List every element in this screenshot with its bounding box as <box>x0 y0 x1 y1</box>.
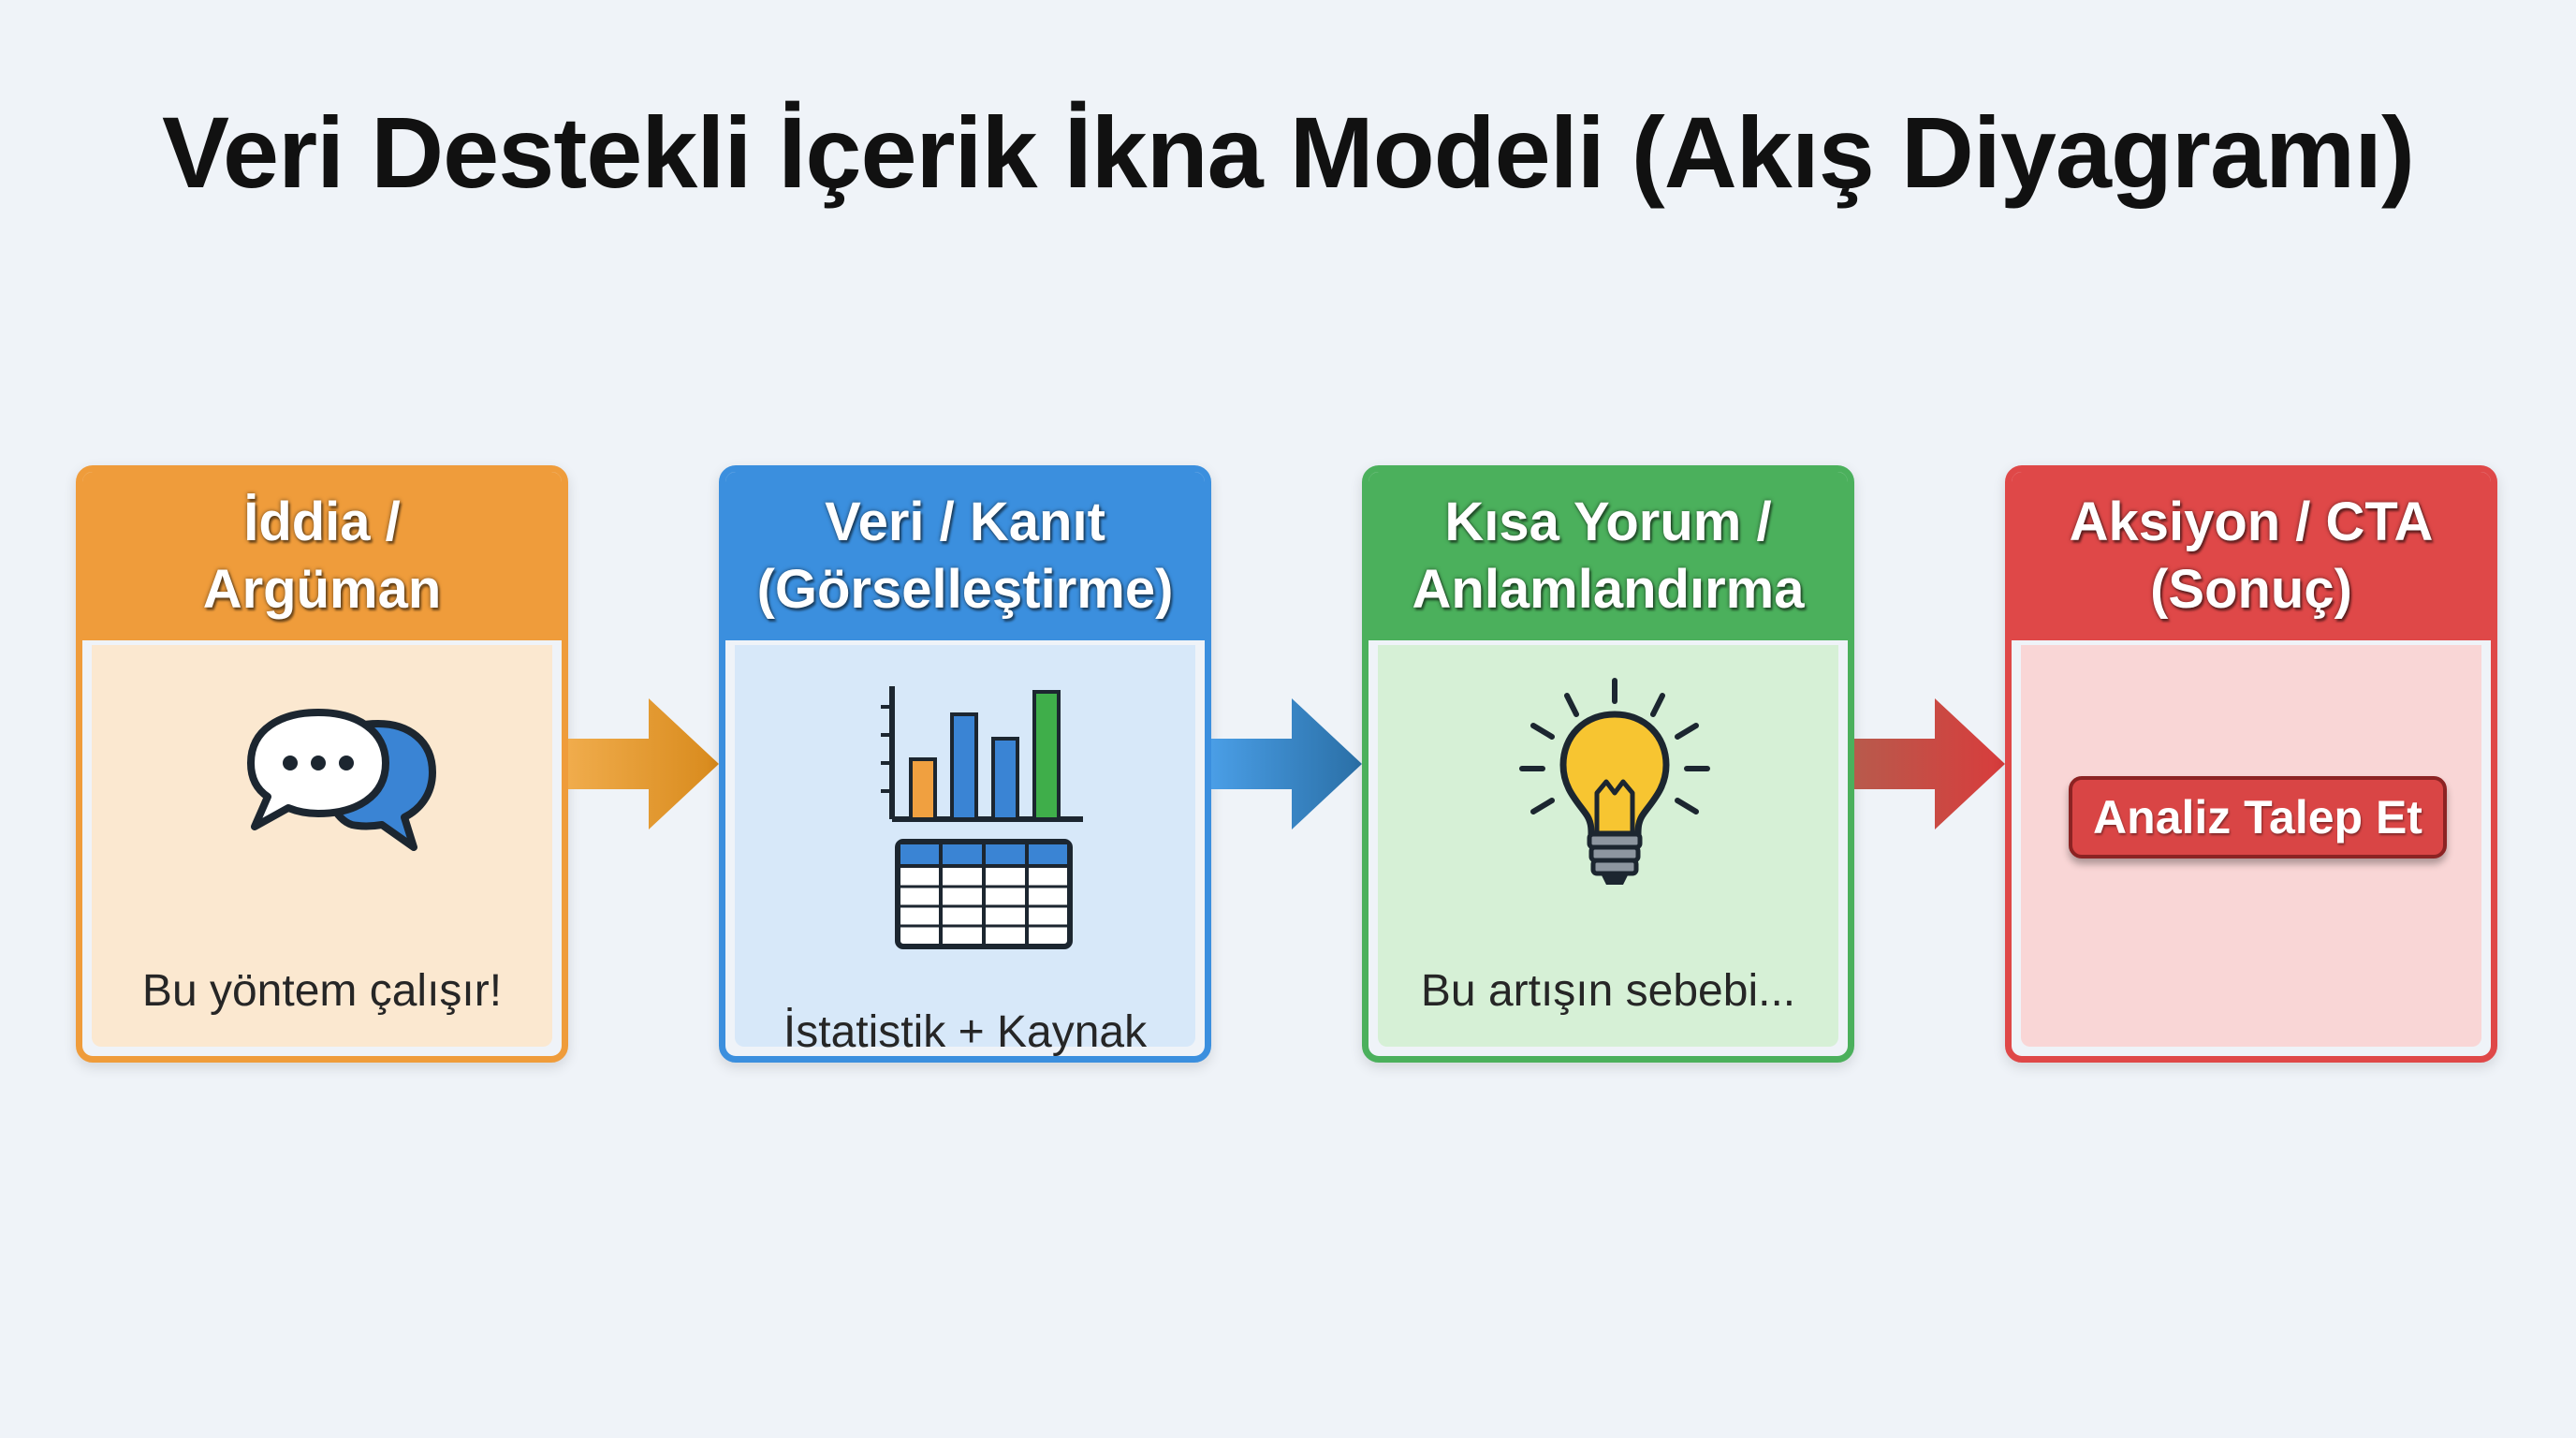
analysis-request-button[interactable]: Analiz Talep Et <box>2069 776 2447 858</box>
lightbulb-icon <box>1519 678 1710 885</box>
chart-table-icon <box>881 686 1083 949</box>
step-title-line2: (Sonuç) <box>2150 559 2352 620</box>
step-card-action: Aksiyon / CTA (Sonuç) Analiz Talep Et <box>2005 465 2497 1063</box>
step-text-claim: Bu yöntem çalışır! <box>141 966 503 1016</box>
step-body-action: Analiz Talep Et <box>2021 645 2481 1047</box>
step-header-action: Aksiyon / CTA (Sonuç) <box>2012 472 2491 640</box>
diagram-title: Veri Destekli İçerik İkna Modeli (Akış D… <box>161 95 2415 209</box>
step-title-line1: Aksiyon / CTA <box>2069 492 2434 552</box>
flow-arrow-2 <box>1211 698 1362 829</box>
step-header-commentary: Kısa Yorum / Anlamlandırma <box>1368 472 1848 640</box>
step-text-commentary: Bu artışın sebebi... <box>1420 966 1796 1016</box>
flow-arrow-1 <box>568 698 719 829</box>
step-header-evidence: Veri / Kanıt (Görselleştirme) <box>725 472 1205 640</box>
step-title-line1: İddia / <box>243 492 401 552</box>
step-body-commentary: Bu artışın sebebi... <box>1378 645 1838 1047</box>
step-body-claim: Bu yöntem çalışır! <box>92 645 552 1047</box>
step-card-evidence: Veri / Kanıt (Görselleştirme) <box>719 465 1211 1063</box>
step-card-commentary: Kısa Yorum / Anlamlandırma <box>1362 465 1854 1063</box>
step-header-claim: İddia / Argüman <box>82 472 562 640</box>
step-text-evidence: İstatistik + Kaynak <box>783 1007 1148 1057</box>
step-title-line2: Anlamlandırma <box>1412 559 1805 620</box>
step-card-claim: İddia / Argüman Bu yöntem çalışır! <box>76 465 568 1063</box>
step-title-line2: (Görselleştirme) <box>756 559 1174 620</box>
flow-arrow-3 <box>1854 698 2005 829</box>
step-title-line1: Veri / Kanıt <box>825 492 1105 552</box>
step-title-line2: Argüman <box>202 559 442 620</box>
speech-bubbles-icon <box>247 709 436 851</box>
step-title-line1: Kısa Yorum / <box>1444 492 1772 552</box>
step-body-evidence: İstatistik + Kaynak <box>735 645 1195 1056</box>
